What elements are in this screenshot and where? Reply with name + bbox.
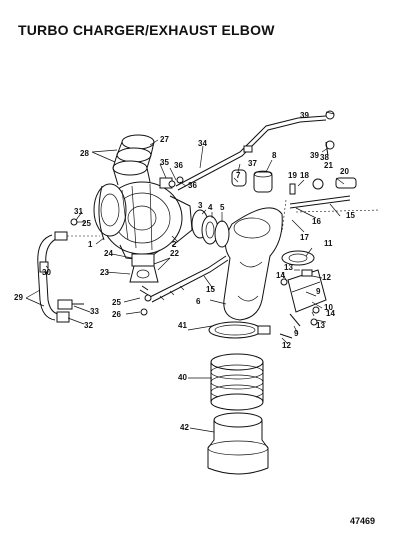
- vent-line: [281, 177, 381, 233]
- callout-39b: 39: [310, 151, 319, 160]
- callout-15a: 15: [206, 285, 215, 294]
- callout-32: 32: [84, 321, 93, 330]
- exhaust-clamp: [208, 321, 271, 339]
- callout-1: 1: [88, 240, 93, 249]
- callout-27: 27: [160, 135, 169, 144]
- oil-line-hose: [37, 231, 100, 323]
- coolant-tube: [175, 110, 335, 191]
- figure-number: 47469: [350, 516, 376, 526]
- callout-35: 35: [160, 158, 169, 167]
- elbow-gaskets: [191, 209, 230, 248]
- callout-37: 37: [248, 159, 257, 168]
- callout-14a: 14: [276, 271, 285, 280]
- callout-labels: 1 2 3 4 5 6 7 8 9 9 10 11 12 12 13 13 14…: [14, 111, 355, 432]
- callout-12b: 12: [282, 341, 291, 350]
- page-title: TURBO CHARGER/EXHAUST ELBOW: [18, 22, 275, 38]
- callout-29: 29: [14, 293, 23, 302]
- callout-26: 26: [112, 310, 121, 319]
- exhaust-bellows: [210, 353, 264, 411]
- callout-16: 16: [312, 217, 321, 226]
- callout-5: 5: [220, 203, 225, 212]
- small-hoses: [231, 169, 273, 193]
- callout-17: 17: [300, 233, 309, 242]
- callout-13a: 13: [284, 263, 293, 272]
- callout-24: 24: [104, 249, 113, 258]
- turbocharger: [93, 177, 193, 261]
- callout-23: 23: [100, 268, 109, 277]
- exhaust-elbow: [223, 207, 283, 321]
- callout-12a: 12: [322, 273, 331, 282]
- callout-41: 41: [178, 321, 187, 330]
- callout-31: 31: [74, 207, 83, 216]
- callout-22: 22: [170, 249, 179, 258]
- exhaust-tube: [207, 412, 269, 475]
- callout-9b: 9: [294, 329, 299, 338]
- callout-10: 10: [324, 303, 333, 312]
- callout-18: 18: [300, 171, 309, 180]
- callout-36b: 36: [188, 181, 197, 190]
- callout-14b: 14: [326, 309, 335, 318]
- oil-drain-tube: [147, 255, 229, 303]
- water-outlet-elbow: [281, 250, 327, 327]
- callout-2: 2: [172, 240, 177, 249]
- callout-9a: 9: [316, 287, 321, 296]
- callout-15b: 15: [346, 211, 355, 220]
- callout-39a: 39: [300, 111, 309, 120]
- callout-34: 34: [198, 139, 207, 148]
- callout-25b: 25: [112, 298, 121, 307]
- callout-21: 21: [324, 161, 333, 170]
- callout-25a: 25: [82, 219, 91, 228]
- callout-19: 19: [288, 171, 297, 180]
- callout-30: 30: [42, 268, 51, 277]
- callout-7: 7: [236, 171, 241, 180]
- callout-11: 11: [324, 239, 333, 248]
- inlet-hose: [112, 134, 155, 186]
- callout-6: 6: [196, 297, 201, 306]
- leader-lines: [25, 111, 345, 433]
- callout-36a: 36: [174, 161, 183, 170]
- callout-13b: 13: [316, 321, 325, 330]
- drain-fitting: [129, 253, 159, 297]
- callout-3: 3: [198, 201, 203, 210]
- callout-4: 4: [208, 203, 213, 212]
- callout-40: 40: [178, 373, 187, 382]
- callout-42: 42: [180, 423, 189, 432]
- callout-8: 8: [272, 151, 277, 160]
- callout-38: 38: [320, 153, 329, 162]
- callout-33: 33: [90, 307, 99, 316]
- callout-20: 20: [340, 167, 349, 176]
- callout-28: 28: [80, 149, 89, 158]
